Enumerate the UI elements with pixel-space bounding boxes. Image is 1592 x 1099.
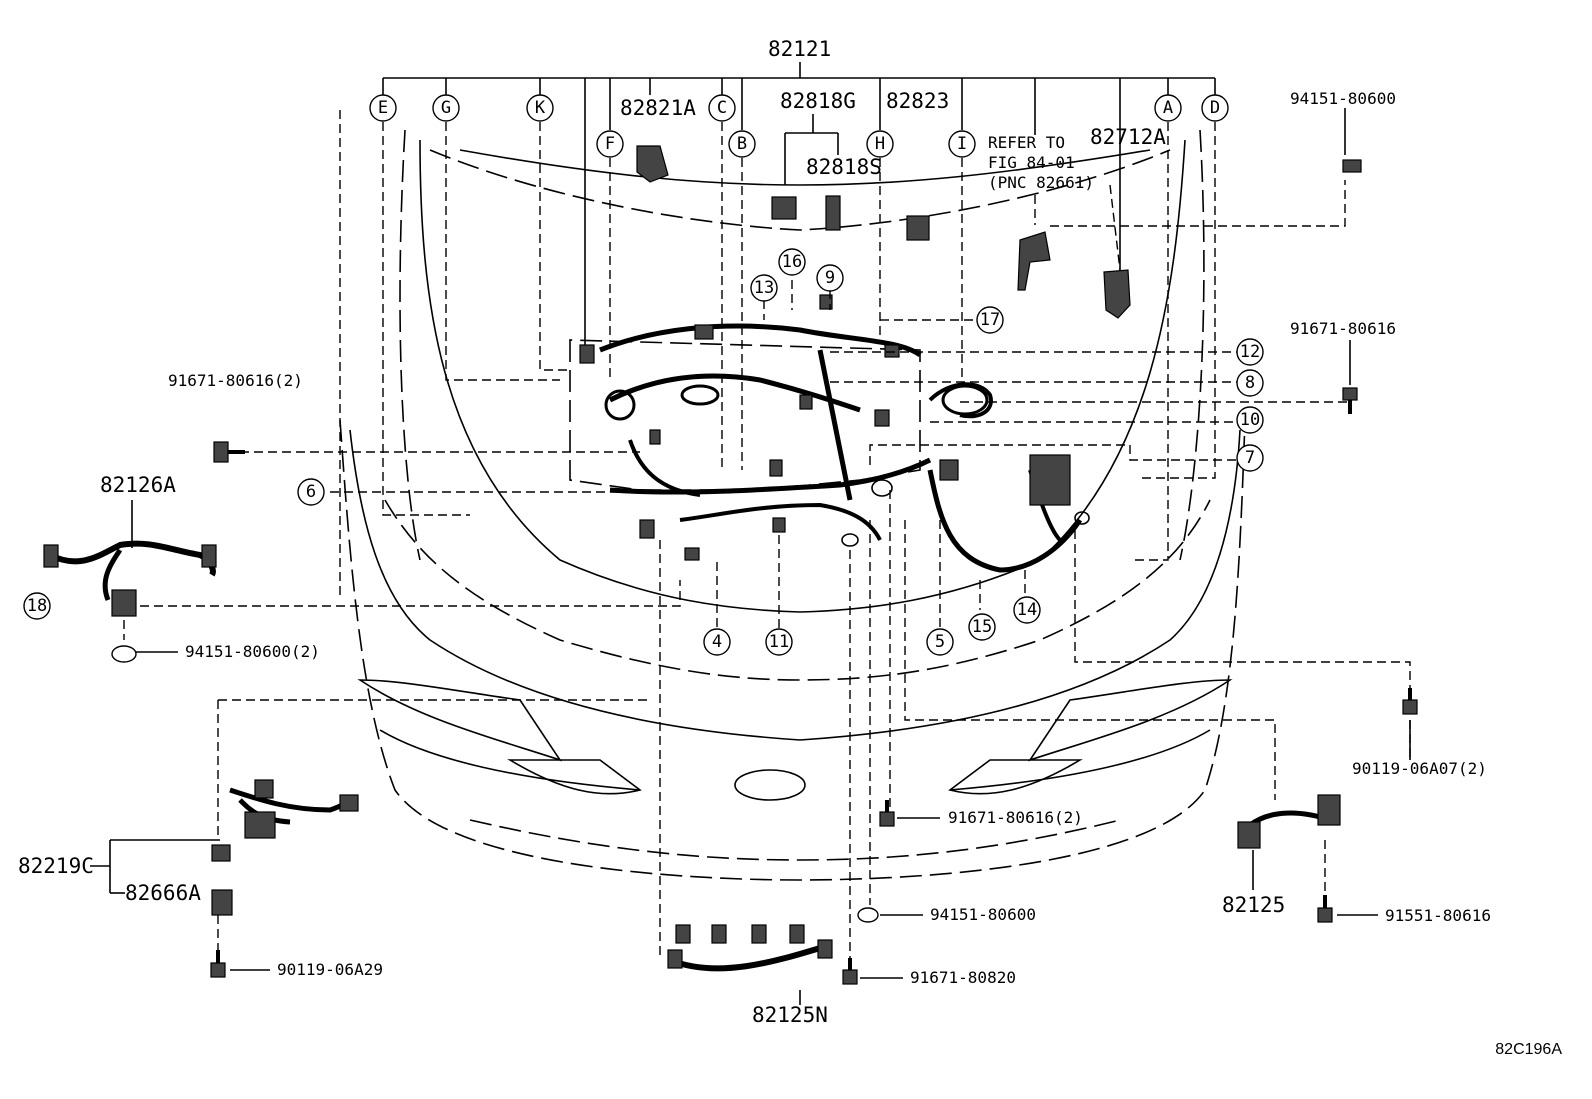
svg-text:4: 4: [712, 632, 722, 652]
letter-marker-b: B: [728, 130, 756, 158]
bolt-icon: [879, 800, 895, 827]
callout-12: 12: [1236, 338, 1264, 366]
callout-13: 13: [750, 274, 778, 302]
fastener-label: 90119-06A07(2): [1352, 759, 1487, 778]
sub-harness-82126A: [43, 500, 217, 617]
svg-text:5: 5: [935, 632, 945, 652]
part-label-82818G: 82818G: [780, 89, 856, 113]
refer-line-1: REFER TO: [988, 133, 1065, 152]
letter-marker-i: I: [948, 130, 976, 158]
callout-8: 8: [1236, 369, 1264, 397]
letter-marker-h: H: [866, 130, 894, 158]
callout-16: 16: [778, 248, 806, 276]
callout-4: 4: [703, 628, 731, 656]
svg-text:10: 10: [1240, 410, 1260, 430]
sub-harness-82125: [1237, 794, 1341, 890]
letter-marker-a: A: [1154, 94, 1182, 122]
vehicle-outline: [339, 129, 1246, 881]
refer-line-3: (PNC 82661): [988, 173, 1094, 192]
fastener-icons: [111, 387, 1418, 985]
svg-text:8: 8: [1245, 373, 1255, 393]
fastener-label: 91671-80820: [910, 968, 1016, 987]
svg-text:13: 13: [754, 278, 774, 298]
letter-leaders: [339, 110, 1216, 600]
svg-text:17: 17: [980, 310, 1000, 330]
part-label-82219C: 82219C: [18, 854, 94, 878]
fastener-label: 91671-80616(2): [948, 808, 1083, 827]
svg-text:11: 11: [769, 632, 789, 652]
nut-icon: [857, 907, 879, 923]
svg-text:E: E: [378, 98, 388, 118]
letter-marker-f: F: [596, 130, 624, 158]
callout-5: 5: [926, 628, 954, 656]
part-label-82821A: 82821A: [620, 96, 696, 120]
svg-text:18: 18: [27, 596, 47, 616]
svg-text:G: G: [441, 98, 451, 118]
callout-18: 18: [23, 592, 51, 620]
callout-6: 6: [297, 478, 325, 506]
svg-text:H: H: [875, 134, 885, 154]
svg-text:15: 15: [972, 617, 992, 637]
svg-text:12: 12: [1240, 342, 1260, 362]
number-callouts: 16 9 13 17 12 8 10 7 6 18 4 11 5 15 14: [23, 248, 1264, 656]
callout-7: 7: [1236, 444, 1264, 472]
callout-10: 10: [1236, 406, 1264, 434]
bolt-icon: [842, 958, 858, 985]
main-part-bracket: [382, 62, 1216, 345]
svg-text:7: 7: [1245, 448, 1255, 468]
fastener-label: 94151-80600(2): [185, 642, 320, 661]
part-label-82712A: 82712A: [1090, 125, 1166, 149]
callout-11: 11: [765, 628, 793, 656]
letter-marker-c: C: [708, 94, 736, 122]
letter-marker-d: D: [1201, 94, 1229, 122]
part-label-82125N: 82125N: [752, 1003, 828, 1027]
fastener-label: 91671-80616: [1290, 319, 1396, 338]
bolt-icon: [1402, 688, 1418, 715]
letter-marker-e: E: [369, 94, 397, 122]
figure-code: 82C196A: [1495, 1041, 1562, 1058]
svg-text:B: B: [737, 134, 747, 154]
bolt-icon: [213, 441, 245, 463]
sub-harness-82125N: [667, 924, 833, 972]
letter-markers: E G K F C B H I A D: [369, 94, 1229, 158]
callout-14: 14: [1013, 596, 1041, 624]
main-part-label: 82121: [768, 37, 831, 61]
letter-marker-k: K: [526, 94, 554, 122]
fastener-label: 91551-80616: [1385, 906, 1491, 925]
svg-text:16: 16: [782, 252, 802, 272]
svg-text:I: I: [957, 134, 967, 154]
svg-text:A: A: [1163, 98, 1173, 118]
part-label-82125: 82125: [1222, 893, 1285, 917]
bolt-icon: [1342, 387, 1358, 414]
fastener-label: 94151-80600: [1290, 89, 1396, 108]
nut-icon: [111, 645, 137, 663]
fastener-label: 94151-80600: [930, 905, 1036, 924]
fastener-label: 91671-80616(2): [168, 371, 303, 390]
svg-text:K: K: [535, 98, 546, 118]
svg-text:D: D: [1210, 98, 1220, 118]
bolt-icon: [1317, 895, 1333, 923]
letter-marker-g: G: [432, 94, 460, 122]
svg-text:9: 9: [825, 268, 835, 288]
callout-9: 9: [816, 264, 844, 292]
sub-harness-82219C: [90, 779, 359, 916]
refer-line-2: FIG 84-01: [988, 153, 1075, 172]
fastener-label: 90119-06A29: [277, 960, 383, 979]
part-label-82818S: 82818S: [806, 155, 882, 179]
svg-text:F: F: [605, 134, 615, 154]
part-label-82126A: 82126A: [100, 473, 176, 497]
part-label-82823: 82823: [886, 89, 949, 113]
callout-17: 17: [976, 306, 1004, 334]
svg-text:14: 14: [1017, 600, 1037, 620]
part-label-82666A: 82666A: [125, 881, 201, 905]
svg-text:6: 6: [306, 482, 316, 502]
engine-harness: [569, 145, 1362, 573]
bolt-icon: [210, 950, 226, 978]
callout-15: 15: [968, 613, 996, 641]
fastener-leaders: [135, 108, 1411, 979]
svg-text:C: C: [717, 98, 727, 118]
